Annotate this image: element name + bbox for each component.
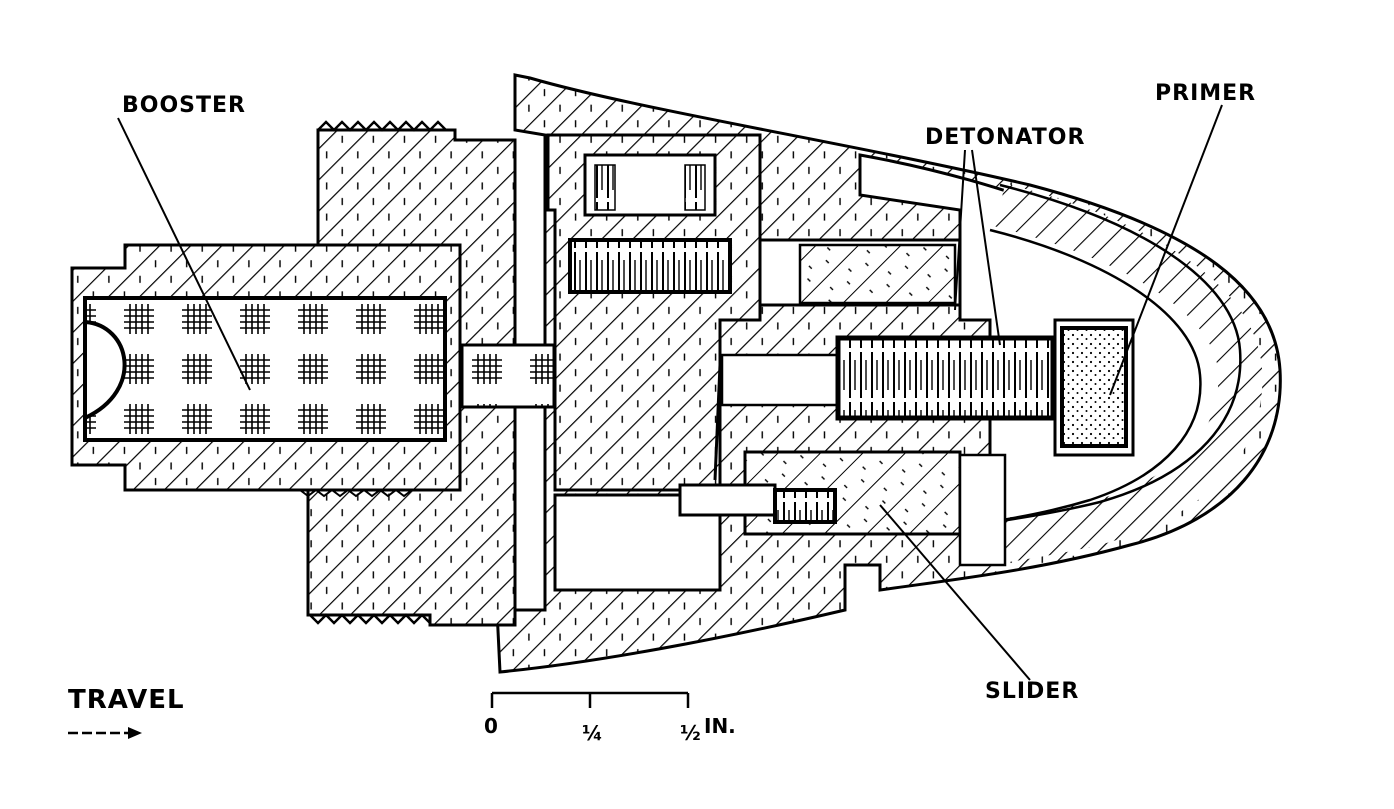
label-primer: PRIMER: [1155, 81, 1256, 106]
leader-primer: [1109, 104, 1223, 396]
top-spring-right: [684, 164, 706, 211]
shell-edge-outer: [994, 183, 1242, 524]
leader-detonator-2: [971, 149, 1001, 346]
leader-detonator-1: [954, 149, 966, 311]
scale-tick-quarter: ¼: [582, 721, 603, 745]
scale-tick-half: ½: [680, 721, 701, 745]
slider-plate: [678, 483, 777, 517]
firing-channel: [720, 353, 842, 407]
leader-lines: [117, 104, 1223, 681]
lead-charge: [460, 343, 556, 409]
slider-pin: [713, 364, 722, 481]
top-spring-left: [594, 164, 616, 211]
booster-charge: [83, 296, 447, 442]
body-threads-bottom: [309, 613, 431, 625]
scale-tick-zero: 0: [484, 714, 498, 738]
label-detonator: DETONATOR: [925, 125, 1085, 150]
leader-slider: [879, 504, 1031, 681]
upper-insert-fill: [798, 243, 957, 305]
label-slider: SLIDER: [985, 679, 1079, 704]
body-threads-top: [317, 120, 447, 132]
main-detonator: [835, 335, 1056, 421]
booster-outline: [83, 296, 447, 442]
slider-detonator: [773, 488, 837, 524]
primer-charge: [1060, 326, 1128, 448]
booster-threads: [299, 488, 413, 498]
travel-arrow-icon: [68, 727, 142, 739]
rotor-detonator: [568, 238, 732, 294]
right-guide: [958, 453, 1007, 567]
booster-cup-end: [84, 320, 127, 420]
label-travel: TRAVEL: [68, 685, 185, 715]
label-booster: BOOSTER: [122, 93, 246, 118]
scale-bar: [490, 691, 690, 708]
scale-unit: IN.: [704, 714, 736, 738]
leader-booster: [117, 117, 251, 391]
shell-edge-inner: [989, 228, 1202, 524]
ogive-shell-band: [991, 183, 1263, 564]
